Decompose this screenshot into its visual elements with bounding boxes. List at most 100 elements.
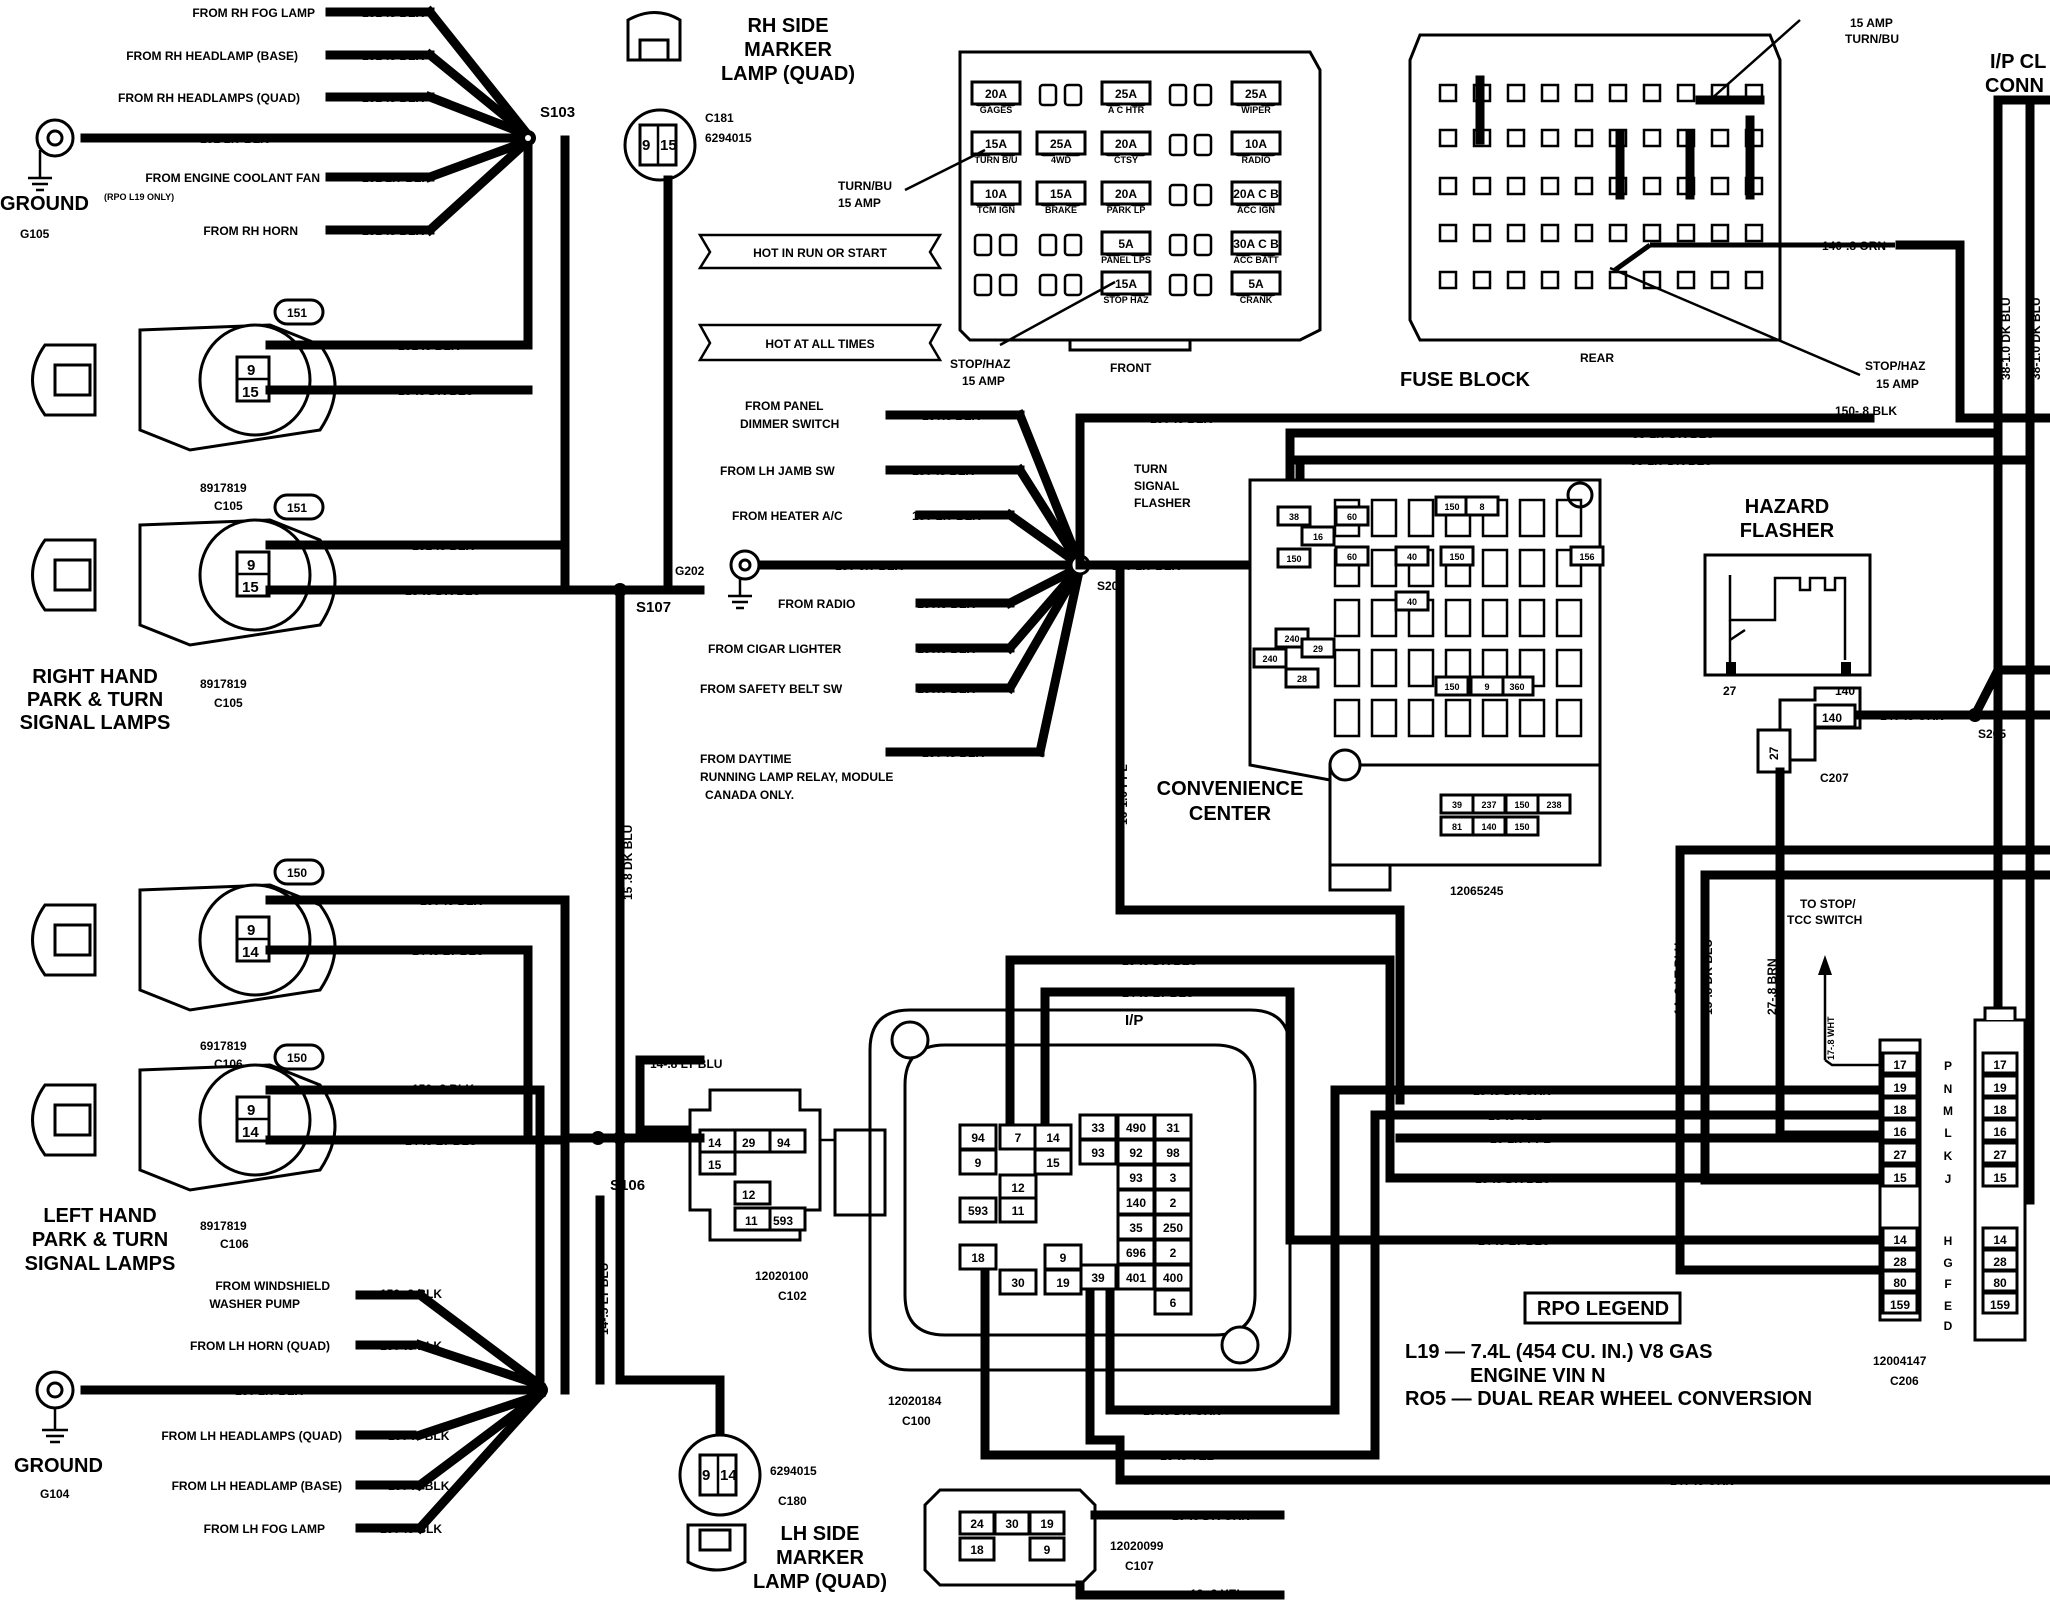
fuse-front-turnbu-2: 15 AMP bbox=[838, 196, 881, 210]
c206-pin-cell-b bbox=[1981, 1226, 2019, 1250]
s207-wire-5: 150.8 BLK bbox=[917, 642, 975, 656]
fuse-rear-stophaz-1: STOP/HAZ bbox=[1865, 359, 1925, 373]
rh-marker-part: 6294015 bbox=[705, 131, 752, 145]
fuse-slot bbox=[1193, 183, 1213, 207]
rh-lamps-title-1: RIGHT HAND bbox=[32, 666, 158, 688]
c206-letter: M bbox=[1943, 1104, 1953, 1118]
ip-wire-2: 19-.8 DK GRN bbox=[1473, 1084, 1551, 1098]
lh-feed-from2-0: WASHER PUMP bbox=[209, 1297, 300, 1311]
c206-pin: 15 bbox=[1893, 1171, 1907, 1185]
c107-pin: 30 bbox=[1005, 1517, 1019, 1531]
c107-wire-grn: 19-.8 DK GRN bbox=[1172, 1509, 1250, 1523]
relay-slot bbox=[1370, 498, 1398, 538]
c100-pin: 6 bbox=[1170, 1296, 1177, 1310]
c206-pin: 28 bbox=[1893, 1255, 1907, 1269]
rh-marker-title-2: MARKER bbox=[744, 39, 832, 61]
conv-label-box bbox=[1469, 675, 1505, 697]
s207-from-7: FROM DAYTIME bbox=[700, 752, 792, 766]
rh-feed-note-4: (RPO L19 ONLY) bbox=[104, 192, 174, 202]
fuse-front-stophaz-2: 15 AMP bbox=[962, 374, 1005, 388]
rh-marker-title-1: RH SIDE bbox=[747, 15, 828, 37]
c206-pin: 19 bbox=[1893, 1081, 1907, 1095]
center-left-wires bbox=[560, 11, 725, 1445]
fuse-terminal bbox=[1540, 83, 1560, 103]
c100-pin: 696 bbox=[1126, 1246, 1146, 1260]
s207-wire-3: 150 3.0 BLK bbox=[835, 559, 903, 573]
fuse-slot bbox=[1193, 83, 1213, 107]
fuse-slot bbox=[973, 233, 993, 257]
rh-feed-wire-0: 151-.8 BLK bbox=[362, 6, 424, 20]
c100-pin: 93 bbox=[1091, 1146, 1105, 1160]
s103-feed-group bbox=[28, 5, 570, 550]
fuse-terminal bbox=[1710, 223, 1730, 243]
fuse-slot bbox=[1168, 273, 1188, 297]
lh-ground-feed-group bbox=[35, 1288, 548, 1535]
rh-lamp-lower-conn: C105 bbox=[214, 696, 243, 710]
fuse-slot bbox=[1038, 233, 1058, 257]
lh-lamp-lower-pin-b: 14 bbox=[242, 1124, 259, 1141]
fuse-amp: 30A C B bbox=[1233, 237, 1279, 251]
fuse-terminal bbox=[1608, 223, 1628, 243]
c100-pin-cell bbox=[1153, 1238, 1193, 1266]
c207-pin-27: 27 bbox=[1767, 746, 1781, 760]
conv-label: 237 bbox=[1481, 800, 1496, 810]
lh-feed-labels: FROM WINDSHIELD WASHER PUMP 150-.8 BLK F… bbox=[161, 1279, 449, 1536]
c206-lt-blu: 14-.8 LT BLU bbox=[1672, 943, 1686, 1015]
conv-label-box bbox=[1334, 505, 1370, 527]
conv-label-box bbox=[1300, 525, 1336, 547]
rh-lamp-lower-part: 8917819 bbox=[200, 677, 247, 691]
fuse-name: A C HTR bbox=[1108, 105, 1145, 115]
hot-all-times-label: HOT AT ALL TIMES bbox=[765, 337, 874, 351]
fuse-cell bbox=[1100, 80, 1152, 106]
c206-pin-cell bbox=[1881, 1141, 1919, 1165]
c100-pin: 11 bbox=[1012, 1204, 1025, 1218]
fuse-terminal bbox=[1744, 270, 1764, 290]
fuse-amp: 15A bbox=[1115, 277, 1137, 291]
c206-pin-cell-b bbox=[1981, 1118, 2019, 1142]
fuse-terminal bbox=[1574, 223, 1594, 243]
ip-wire-4: 16-1.0 PPL bbox=[1490, 1132, 1551, 1146]
fuse-slot bbox=[1038, 83, 1058, 107]
fuse-slot bbox=[1193, 273, 1213, 297]
bus-dkblu1-label: 38-1.0 DK BLU bbox=[1632, 427, 1715, 441]
fuse-slot bbox=[1038, 273, 1058, 297]
c206-pin: 17 bbox=[1893, 1058, 1907, 1072]
lh-lamps-title-1: LEFT HAND bbox=[43, 1205, 156, 1227]
fuse-cell bbox=[1230, 180, 1282, 206]
c100-pin: 93 bbox=[1129, 1171, 1143, 1185]
fuse-amp: 10A bbox=[985, 187, 1007, 201]
c206-pin-b: 17 bbox=[1993, 1058, 2007, 1072]
conv-label: 156 bbox=[1579, 552, 1594, 562]
lh-marker-pin-b: 14 bbox=[720, 1467, 737, 1484]
c100-pin-cell bbox=[998, 1268, 1038, 1296]
c100-pin: 593 bbox=[968, 1204, 988, 1218]
lh-feed-from-5: FROM LH FOG LAMP bbox=[204, 1522, 325, 1536]
right-vertical-a: 38-1.0 DK BLU bbox=[1999, 297, 2013, 380]
fuse-name: ACC IGN bbox=[1237, 205, 1275, 215]
hazard-wire: 140-.8 ORN bbox=[1880, 709, 1944, 723]
conv-label: 150 bbox=[1444, 682, 1459, 692]
rh-feed-wire-5: 151-.8 BLK bbox=[362, 224, 424, 238]
conv-label-box bbox=[1276, 505, 1312, 527]
lh-feed-wire-4: 150 .8 BLK bbox=[388, 1479, 450, 1493]
ip-wire-1: 14-.8 LT BLU bbox=[1122, 986, 1194, 1000]
c206-letter: K bbox=[1944, 1149, 1953, 1163]
rh-feed-wire-3: 151-2.0 BLK bbox=[200, 132, 269, 146]
relay-slot bbox=[1555, 598, 1583, 638]
conv-label-box bbox=[1439, 545, 1475, 567]
relay-slot bbox=[1370, 598, 1398, 638]
c100-pin: 39 bbox=[1091, 1271, 1105, 1285]
fuse-name: PARK LP bbox=[1107, 205, 1146, 215]
fuse-slot bbox=[1168, 183, 1188, 207]
ground-label: GROUND bbox=[0, 193, 89, 215]
fuse-name: 4WD bbox=[1051, 155, 1072, 165]
lh-lamp-lower bbox=[31, 895, 605, 1395]
c102-wire-label: 14-.8 LT BLU bbox=[650, 1057, 722, 1071]
rh-lamp-upper-gnd-wire: 151 .8 BLK bbox=[398, 339, 460, 353]
c102-pin-5: 11 bbox=[745, 1214, 758, 1228]
conv-label: 81 bbox=[1452, 822, 1462, 832]
rh-lamp-lower bbox=[31, 493, 625, 647]
relay-slot bbox=[1555, 698, 1583, 738]
